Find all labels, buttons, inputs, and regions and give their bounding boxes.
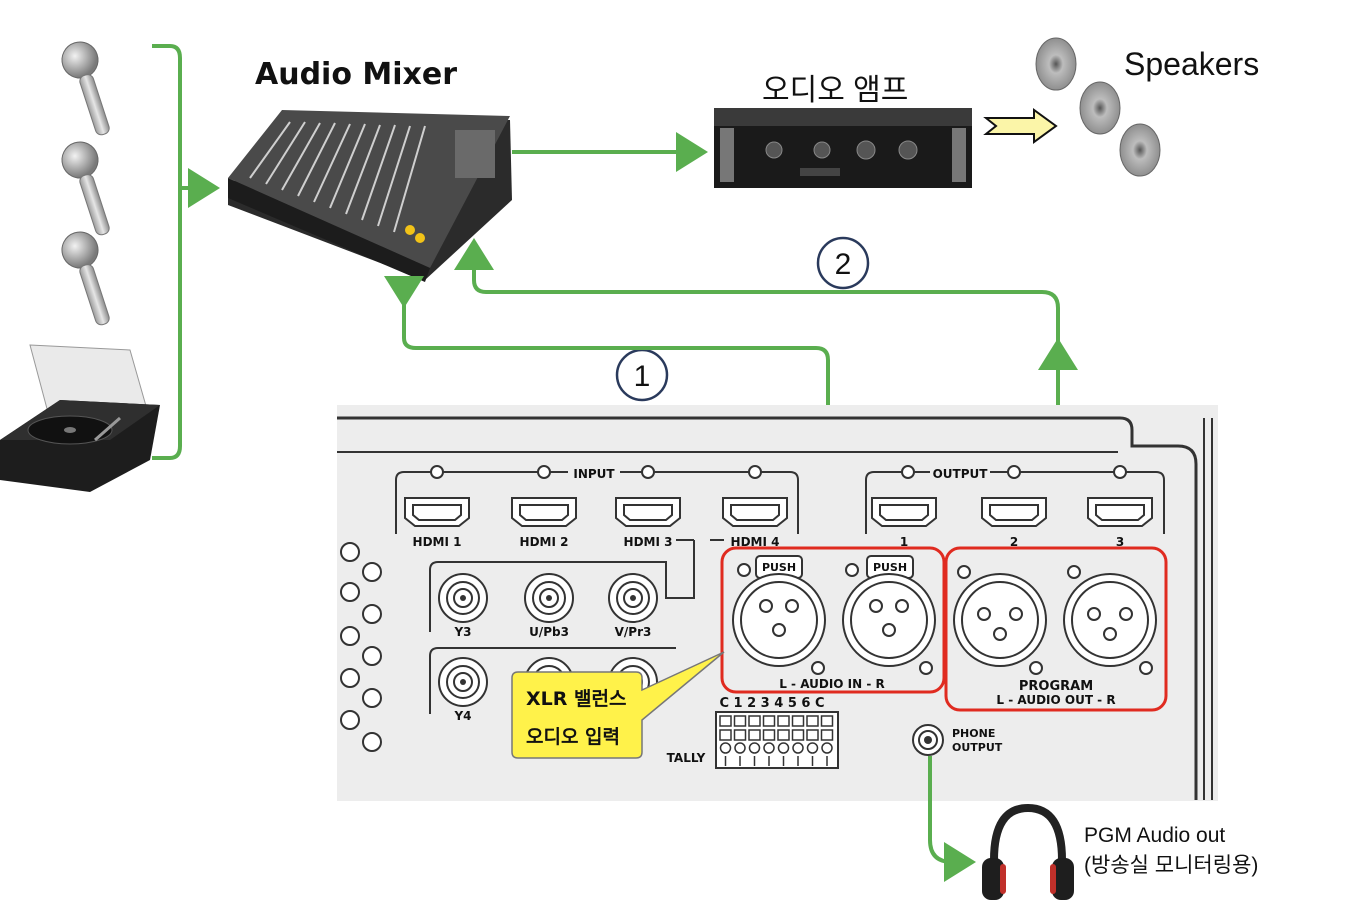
- bnc-connector: [524, 573, 574, 623]
- program-label: PROGRAM: [1019, 679, 1093, 694]
- xlr-audio-in-right: PUSH: [842, 555, 936, 675]
- bnc-connector: [608, 573, 658, 623]
- svg-text:2: 2: [835, 248, 852, 281]
- input-group-label: INPUT: [573, 467, 615, 481]
- amp-label: 오디오 앰프: [762, 74, 908, 107]
- route-phone-arrow: [928, 756, 976, 882]
- speakers-label: Speakers: [1124, 46, 1259, 82]
- hdmi-input-port: [404, 497, 470, 527]
- hdmi-output-label: 2: [1010, 535, 1018, 549]
- hdmi-input-ports: [404, 497, 788, 527]
- tally-pins-label: C 1 2 3 4 5 6 C: [719, 696, 824, 711]
- phone-label: PHONE: [952, 727, 995, 740]
- svg-text:PUSH: PUSH: [873, 561, 907, 574]
- svg-text:PUSH: PUSH: [762, 561, 796, 574]
- output-arrow-icon: [983, 108, 1058, 144]
- phone-jack-icon: [912, 724, 944, 756]
- hdmi-input-port: [511, 497, 577, 527]
- xlr-audio-in-left: PUSH: [732, 555, 826, 675]
- bnc-y4-label: Y4: [453, 709, 471, 723]
- step-1-badge: 1: [615, 348, 669, 402]
- tally-label: TALLY: [667, 751, 706, 765]
- hdmi-input-label: HDMI 1: [413, 535, 462, 549]
- step-2-badge: 2: [816, 236, 870, 290]
- svg-text:1: 1: [634, 360, 651, 393]
- xlr-program-out-right: [1063, 565, 1157, 675]
- bnc-vpr3-label: V/Pr3: [615, 625, 652, 639]
- bnc-connectors-row-1: [438, 573, 658, 623]
- speaker-icon: [1119, 123, 1161, 177]
- program-out-highlight: [944, 546, 1168, 712]
- hdmi-output-port: [981, 497, 1047, 527]
- bnc-upb3-label: U/Pb3: [529, 625, 569, 639]
- hdmi-output-port: [1087, 497, 1153, 527]
- microphone-icon: [61, 41, 110, 136]
- hdmi-input-label: HDMI 4: [731, 535, 780, 549]
- hdmi-output-ports: [871, 497, 1153, 527]
- mixer-label: Audio Mixer: [255, 57, 457, 92]
- output-group-label: OUTPUT: [933, 467, 989, 481]
- microphone-icon: [61, 231, 110, 326]
- xlr-callout: XLR 밸런스 오디오 입력: [511, 651, 725, 759]
- audio-in-label: L - AUDIO IN - R: [779, 677, 885, 691]
- hdmi-output-port: [871, 497, 937, 527]
- route-1-arrow: [402, 282, 848, 530]
- audio-in-highlight: [720, 546, 946, 694]
- svg-text:XLR 밸런스: XLR 밸런스: [526, 688, 626, 710]
- svg-text:오디오 입력: 오디오 입력: [526, 726, 620, 748]
- headphones-icon: [982, 803, 1074, 900]
- bnc-y3-label: Y3: [453, 625, 471, 639]
- pgm-out-label: PGM Audio out: [1084, 824, 1225, 847]
- hdmi-input-label: HDMI 3: [624, 535, 673, 549]
- turntable-icon: [0, 344, 160, 492]
- tally-terminal: [715, 711, 839, 769]
- route-2-arrow: [454, 238, 1060, 540]
- hdmi-input-port: [615, 497, 681, 527]
- speaker-icon: [1035, 37, 1077, 91]
- microphone-icon: [61, 141, 110, 236]
- vent-holes: [340, 542, 382, 752]
- audio-amp-icon: [714, 108, 972, 188]
- audio-out-label: L - AUDIO OUT - R: [996, 693, 1115, 707]
- hdmi-output-label: 3: [1116, 535, 1124, 549]
- speaker-icon: [1079, 81, 1121, 135]
- hdmi-input-port: [722, 497, 788, 527]
- hdmi-input-label: HDMI 2: [520, 535, 569, 549]
- audio-mixer-icon: [228, 110, 512, 282]
- phone-output-label: OUTPUT: [952, 741, 1003, 754]
- pgm-out-sublabel: (방송실 모니터링용): [1084, 854, 1258, 877]
- hdmi-output-label: 1: [900, 535, 908, 549]
- bnc-connector: [438, 657, 488, 707]
- bnc-connector: [438, 573, 488, 623]
- xlr-program-out-left: [953, 565, 1047, 675]
